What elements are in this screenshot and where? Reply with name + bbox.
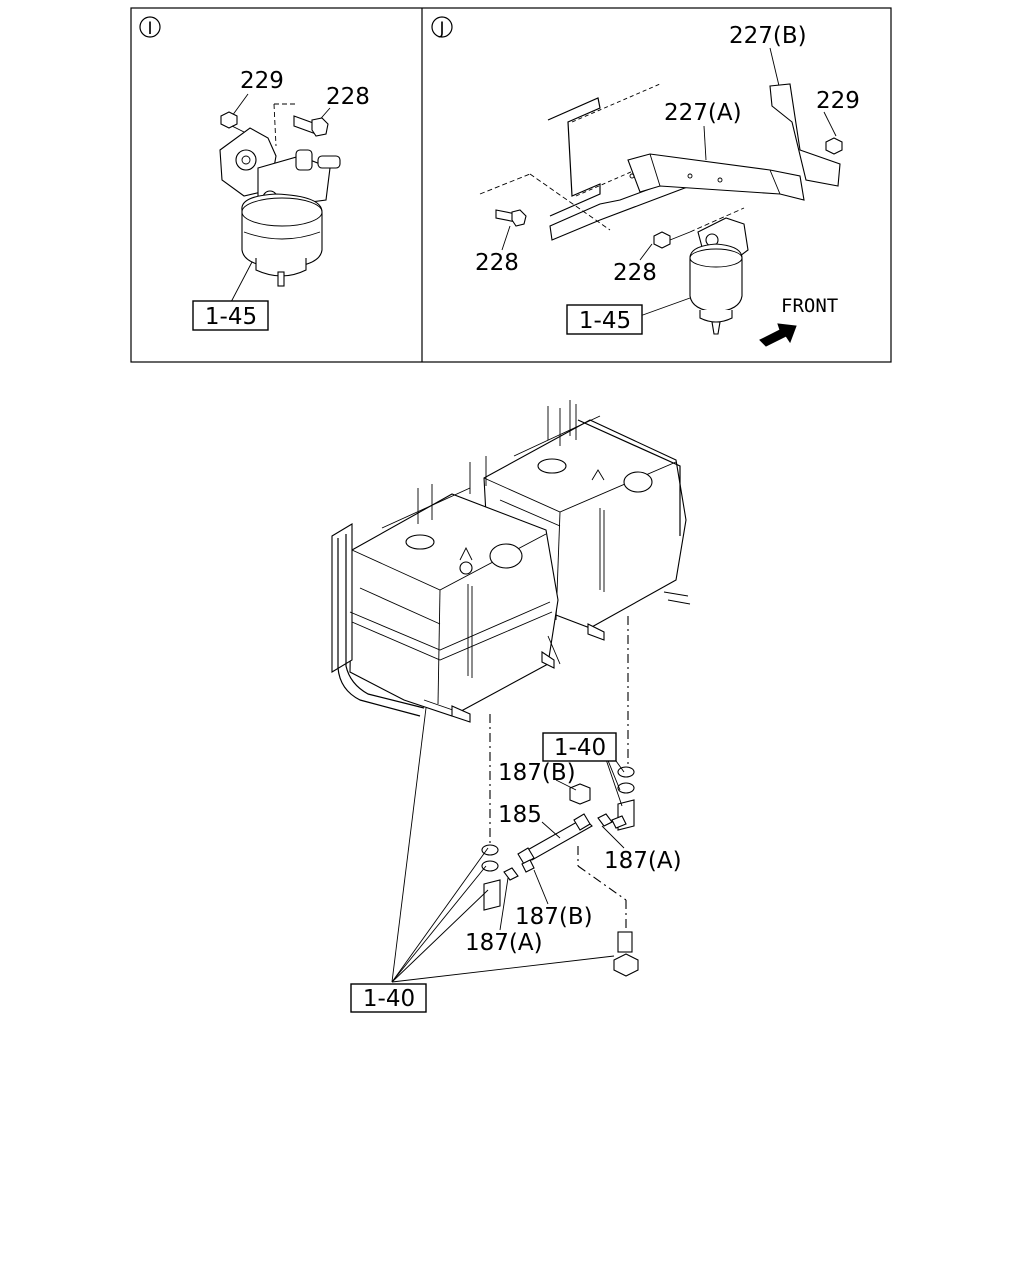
- panel-i-letter: I: [147, 19, 152, 39]
- fitting-right: [611, 766, 635, 831]
- leader-187a-left: [499, 877, 509, 931]
- label-227b: 227(B): [729, 23, 807, 49]
- leader-ref-panel-i: [229, 261, 253, 305]
- clip-187b-mid: [521, 859, 535, 873]
- bolt-228-left-panel-j: [479, 173, 611, 231]
- drain-plug: [613, 931, 639, 977]
- label-187b-mid: 187(B): [515, 904, 593, 930]
- ref-box-main-top: [542, 732, 617, 762]
- bracket-227a: [627, 153, 805, 201]
- ref-1-40-top: 1-40: [554, 735, 606, 761]
- fuel-tank-assembly: [331, 400, 691, 932]
- leader-ref-panel-j: [639, 297, 691, 317]
- leader-227a: [703, 125, 707, 161]
- bolt-228-panel-i: [273, 103, 329, 147]
- label-229-panel-j: 229: [816, 88, 860, 114]
- ref-box-panel-j: [566, 304, 643, 335]
- fitting-left: [481, 844, 501, 911]
- label-228-panel-i: 228: [326, 84, 370, 110]
- leader-229-panel-i: [231, 93, 249, 117]
- leader-228-left: [501, 225, 511, 251]
- leader-187b-mid: [533, 869, 549, 905]
- bolt-229-panel-i: [220, 111, 245, 133]
- panel-i: I 229 228: [139, 16, 370, 331]
- front-arrow-icon: [759, 323, 797, 347]
- leader-ref-bottom-a: [391, 847, 489, 983]
- nut-229-panel-j: [825, 137, 843, 155]
- leader-185: [541, 821, 561, 839]
- leader-187a-right: [601, 825, 625, 849]
- panel-j: J 227(B) 229 227(A) 228 228: [431, 16, 860, 347]
- fuel-filter-panel-j: [689, 217, 749, 335]
- panel-i-marker: [139, 16, 161, 38]
- front-label: FRONT: [781, 295, 838, 317]
- leader-ref-bottom-d: [391, 955, 615, 983]
- label-229-panel-i: 229: [240, 68, 284, 94]
- ref-1-40-bottom: 1-40: [363, 986, 415, 1012]
- label-228-left-panel-j: 228: [475, 250, 519, 276]
- label-187a-left: 187(A): [465, 930, 543, 956]
- label-187a-right: 187(A): [604, 848, 682, 874]
- ref-1-45-panel-j: 1-45: [579, 308, 631, 334]
- ref-box-panel-i: [192, 300, 269, 331]
- leader-187b-top: [555, 779, 577, 791]
- panel-j-letter: J: [438, 19, 444, 39]
- leader-229-panel-j: [823, 111, 837, 137]
- leader-ref-bottom-c: [391, 889, 489, 983]
- fuel-tank-front: [349, 487, 561, 717]
- ref-box-main-bottom: [350, 983, 427, 1013]
- bolt-228-right-panel-j: [653, 207, 745, 249]
- leader-ref-bottom-b: [391, 865, 487, 983]
- label-187b-top: 187(B): [498, 760, 576, 786]
- clip-187a-right: [597, 813, 613, 827]
- clip-187b-top: [569, 783, 591, 805]
- tank-straps: [331, 400, 605, 723]
- label-185: 185: [498, 802, 542, 828]
- clip-187a-left: [503, 867, 519, 881]
- panel-j-marker: [431, 16, 453, 38]
- ref-1-45-panel-i: 1-45: [205, 304, 257, 330]
- leader-227b: [769, 47, 781, 91]
- leader-ref-bottom-tank: [391, 707, 427, 983]
- leader-228-right: [639, 243, 653, 261]
- label-228-right-panel-j: 228: [613, 260, 657, 286]
- label-227a: 227(A): [664, 100, 742, 126]
- fuel-filter-panel-i: [219, 127, 341, 287]
- bracket-227b: [769, 83, 841, 187]
- detail-panels-frame: [130, 7, 892, 363]
